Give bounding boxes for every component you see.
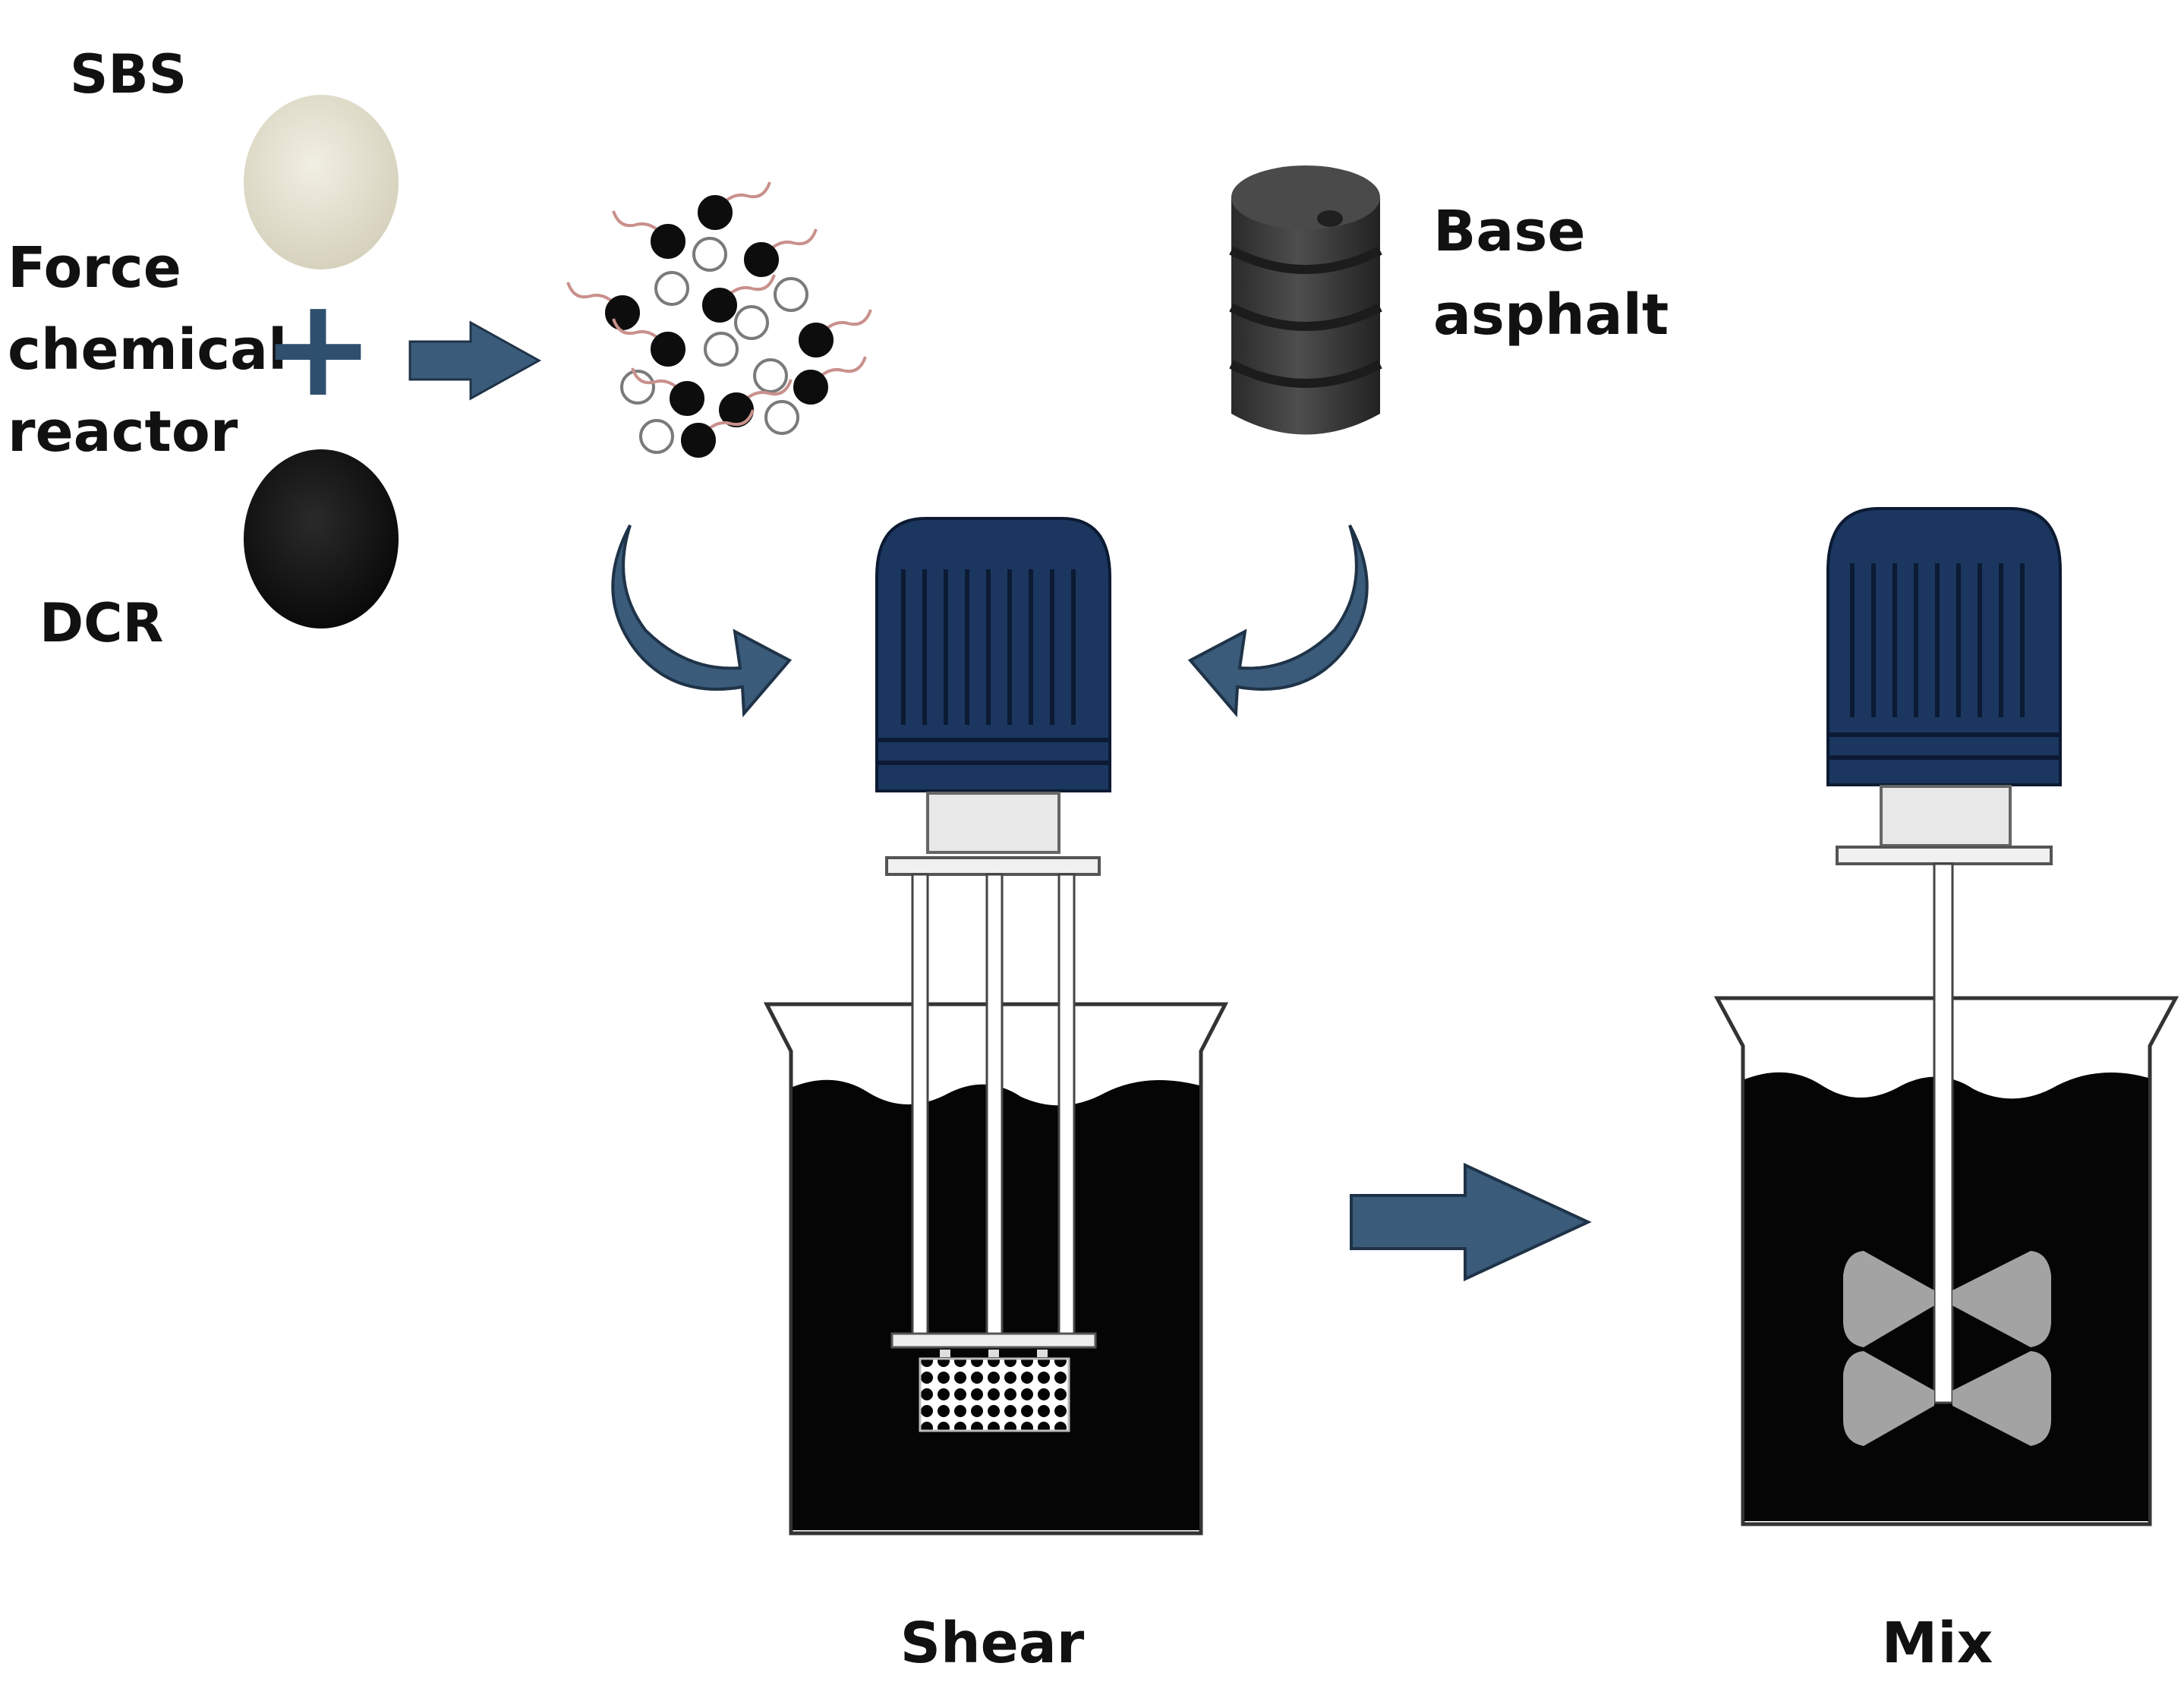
base-asphalt-label-line1: Base bbox=[1433, 199, 1586, 264]
force-chemical-reactor-label-line3: reactor bbox=[8, 399, 238, 465]
sbs-particle bbox=[654, 271, 689, 306]
dcr-particle bbox=[799, 323, 834, 358]
sbs-particle bbox=[774, 277, 808, 312]
composite-particles-illustration bbox=[566, 181, 872, 458]
force-chemical-reactor-label-line2: chemical bbox=[8, 317, 287, 383]
sbs-particle bbox=[734, 305, 769, 340]
mix-label: Mix bbox=[1882, 1611, 1993, 1676]
mix-stirrer-illustration bbox=[1713, 507, 2179, 1526]
sbs-particle bbox=[639, 419, 674, 454]
dcr-particle bbox=[651, 332, 685, 367]
curved-arrow-left-into-mixer-icon bbox=[611, 524, 793, 718]
sbs-particle bbox=[692, 237, 727, 272]
dcr-particle bbox=[698, 195, 733, 230]
sbs-particle bbox=[764, 400, 799, 435]
arrow-right-icon-shear-to-mix bbox=[1350, 1162, 1592, 1282]
dcr-powder-image bbox=[244, 449, 399, 628]
dcr-particle bbox=[793, 370, 828, 405]
curved-arrow-right-into-mixer-icon bbox=[1187, 524, 1369, 718]
dcr-particle bbox=[670, 381, 704, 416]
base-asphalt-drum-icon bbox=[1229, 165, 1382, 435]
plus-icon: + bbox=[261, 269, 376, 427]
sbs-particle bbox=[753, 358, 788, 393]
sbs-particle bbox=[704, 332, 739, 367]
force-chemical-reactor-label-line1: Force bbox=[8, 235, 181, 301]
shear-label: Shear bbox=[900, 1611, 1085, 1676]
base-asphalt-label-line2: asphalt bbox=[1433, 282, 1669, 348]
sbs-particle bbox=[620, 370, 655, 405]
sbs-label: SBS bbox=[70, 43, 187, 106]
dcr-particle bbox=[702, 288, 737, 323]
dcr-particle bbox=[651, 224, 685, 259]
dcr-particle bbox=[681, 423, 716, 458]
sbs-powder-image bbox=[244, 95, 399, 269]
dcr-particle bbox=[744, 242, 779, 277]
dcr-label: DCR bbox=[39, 592, 163, 654]
dcr-particle bbox=[605, 295, 640, 330]
arrow-right-icon-to-particles bbox=[408, 320, 542, 401]
shear-mixer-illustration bbox=[763, 517, 1229, 1536]
